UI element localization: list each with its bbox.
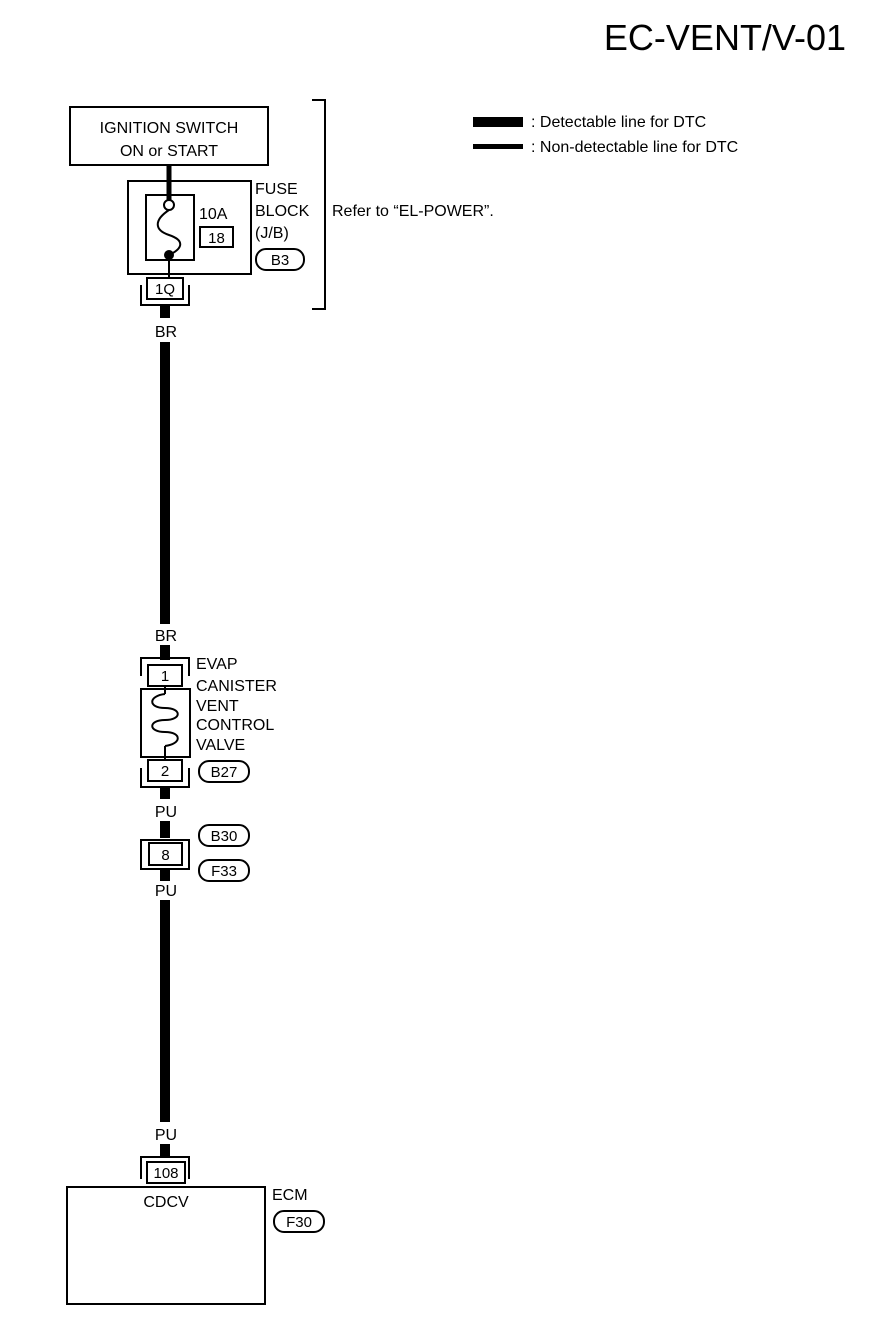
valve-label-line2: CANISTER bbox=[196, 678, 277, 695]
power-section-bracket bbox=[312, 99, 326, 310]
ecm-signal-label: CDCV bbox=[143, 1194, 189, 1211]
junction-connector-bottom: F33 bbox=[211, 863, 237, 880]
fuse-number: 18 bbox=[208, 230, 225, 247]
valve-pin-1-bracket bbox=[140, 657, 190, 676]
wire-label-pu-1: PU bbox=[155, 804, 177, 821]
valve-pin-2-box bbox=[147, 759, 183, 782]
fuse-block-connector-badge bbox=[255, 248, 305, 271]
refer-note: Refer to “EL-POWER”. bbox=[332, 203, 494, 220]
wire-label-pu-3: PU bbox=[155, 1127, 177, 1144]
fuse-block-box bbox=[127, 180, 252, 275]
fuse-terminal-1q-label: 1Q bbox=[155, 281, 175, 298]
legend-detectable-swatch bbox=[473, 117, 523, 127]
fuse-block-label-line1: FUSE bbox=[255, 181, 298, 198]
ecm-pin-label: 108 bbox=[153, 1165, 178, 1182]
ignition-switch-label-line2: ON or START bbox=[120, 143, 218, 160]
valve-label-line4: CONTROL bbox=[196, 717, 274, 734]
wire-label-br-bottom: BR bbox=[155, 628, 177, 645]
fuse-block-label-line2: BLOCK bbox=[255, 203, 310, 220]
fuse-rating: 10A bbox=[199, 206, 228, 223]
junction-connector-bottom-badge bbox=[198, 859, 250, 882]
ecm-connector-badge bbox=[273, 1210, 325, 1233]
wire-label-pu-2: PU bbox=[155, 883, 177, 900]
valve-label-line3: VENT bbox=[196, 698, 239, 715]
legend-non-detectable-swatch bbox=[473, 144, 523, 149]
ecm-box bbox=[66, 1186, 266, 1305]
fuse-icon bbox=[156, 209, 182, 256]
junction-connector-top-badge bbox=[198, 824, 250, 847]
fuse-number-box bbox=[199, 226, 234, 248]
valve-pin-2-label: 2 bbox=[161, 763, 169, 780]
ecm-pin-bracket bbox=[140, 1156, 190, 1179]
junction-pin-box bbox=[148, 842, 183, 866]
valve-label-line1: EVAP bbox=[196, 656, 238, 673]
wire-label-br-top: BR bbox=[155, 324, 177, 341]
coil-icon bbox=[151, 693, 179, 747]
fuse-block-connector: B3 bbox=[271, 252, 289, 269]
fuse-terminal-top bbox=[163, 199, 175, 211]
ecm-connector: F30 bbox=[286, 1214, 312, 1231]
ecm-label: ECM bbox=[272, 1187, 308, 1204]
valve-connector-badge bbox=[198, 760, 250, 783]
valve-connector: B27 bbox=[211, 764, 238, 781]
page-title: EC-VENT/V-01 bbox=[604, 17, 846, 58]
fuse-block-label-line3: (J/B) bbox=[255, 225, 289, 242]
ecm-pin-box bbox=[146, 1161, 186, 1184]
legend-non-detectable-label: : Non-detectable line for DTC bbox=[531, 139, 738, 156]
ignition-switch-label-line1: IGNITION SWITCH bbox=[100, 120, 239, 137]
junction-pin-label: 8 bbox=[161, 847, 169, 864]
junction-connector-top: B30 bbox=[211, 828, 238, 845]
valve-label-line5: VALVE bbox=[196, 737, 245, 754]
valve-pin-1-label: 1 bbox=[161, 668, 169, 685]
legend-detectable-label: : Detectable line for DTC bbox=[531, 114, 706, 131]
fuse-terminal-1q-box bbox=[146, 277, 184, 300]
